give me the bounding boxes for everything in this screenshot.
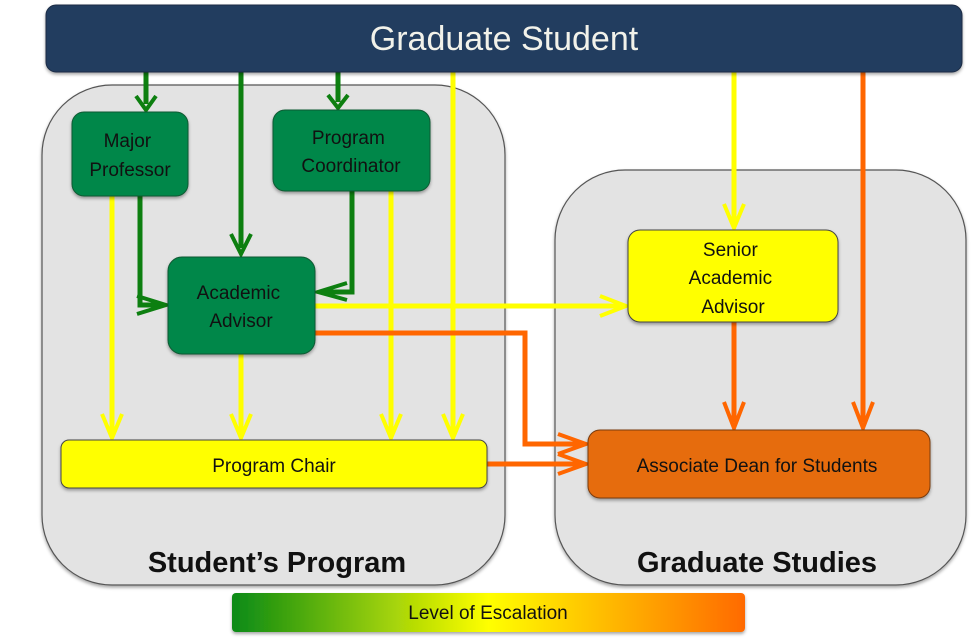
arrowhead-down-icon <box>229 233 253 259</box>
graduate-studies-title: Graduate Studies <box>637 547 877 579</box>
escalation-gradient-bar <box>232 593 745 632</box>
header-title: Graduate Student <box>370 20 639 58</box>
node-label: Academic <box>689 268 772 289</box>
arrowhead-down-icon <box>722 401 746 434</box>
arrowhead-down-icon <box>134 94 158 114</box>
node-label: Program <box>312 128 385 149</box>
arrowhead-right-icon <box>599 294 632 318</box>
node-senior-academic-advisor: Senior Academic Advisor <box>627 229 839 323</box>
arrowhead-left-icon <box>310 281 348 302</box>
node-label: Advisor <box>701 297 765 318</box>
node-program-coordinator: Program Coordinator <box>272 109 431 192</box>
graduate-student-header: Graduate Student <box>45 4 963 73</box>
svg-text:Program Coordinator: Program Coordinator <box>301 128 401 177</box>
node-label: Academic <box>197 283 280 304</box>
node-academic-advisor: Academic Advisor <box>167 256 316 355</box>
students-program-title: Student’s Program <box>148 547 406 579</box>
node-major-professor: Major Professor <box>71 111 189 197</box>
arrowhead-down-icon <box>229 413 253 444</box>
arrowhead-down-icon <box>851 401 875 434</box>
node-label: Major <box>104 131 152 152</box>
arrow-program-coordinator-to-academic-advisor <box>324 191 355 295</box>
svg-text:Major Professor: Major Professor <box>89 131 171 181</box>
arrowhead-right-icon <box>136 294 173 316</box>
yellow-arrowheads <box>100 203 746 444</box>
arrow-academic-advisor-to-associate-dean <box>315 330 580 447</box>
node-label: Program Chair <box>212 456 336 477</box>
node-program-chair: Program Chair <box>60 439 488 489</box>
escalation-legend: Level of Escalation <box>232 593 745 632</box>
arrowhead-down-icon <box>100 413 124 444</box>
arrowhead-down-icon <box>722 203 746 234</box>
arrow-major-professor-to-academic-advisor <box>137 196 160 308</box>
svg-text:Academic Advisor: Academic Advisor <box>197 283 286 332</box>
arrowhead-down-icon <box>326 93 350 112</box>
orange-arrowheads <box>557 401 875 476</box>
arrowhead-down-icon <box>379 413 403 444</box>
arrowhead-down-icon <box>441 413 465 444</box>
node-label: Associate Dean for Students <box>637 456 878 477</box>
arrowhead-right-icon <box>557 432 592 456</box>
svg-text:Senior Academic Ad: Senior Academic Advisor <box>689 240 778 318</box>
arrowhead-right-icon <box>557 452 592 476</box>
node-label: Professor <box>89 160 171 181</box>
node-label: Senior <box>703 240 759 261</box>
legend-label: Level of Escalation <box>408 603 568 624</box>
yellow-arrows <box>109 72 737 434</box>
green-arrows <box>137 72 355 308</box>
orange-arrows <box>315 72 866 467</box>
node-label: Coordinator <box>301 156 401 177</box>
green-arrowheads <box>134 93 350 316</box>
node-associate-dean: Associate Dean for Students <box>587 429 931 499</box>
node-label: Advisor <box>209 311 273 332</box>
